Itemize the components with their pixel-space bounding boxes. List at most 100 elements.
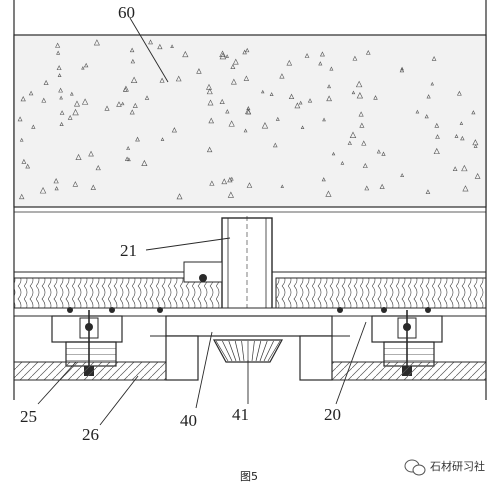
central-beam [150, 315, 350, 381]
concrete-speckle [28, 90, 34, 96]
concrete-speckle [73, 100, 80, 107]
concrete-speckle [474, 172, 481, 179]
concrete-speckle [39, 186, 47, 194]
callout-25: 25 [20, 407, 37, 426]
fan-rib [267, 340, 281, 362]
concrete-speckle [171, 127, 177, 133]
concrete-speckle [454, 134, 459, 138]
concrete-speckle [148, 39, 153, 45]
concrete-speckle [456, 90, 462, 96]
concrete-speckle [56, 50, 61, 55]
concrete-speckle [272, 142, 278, 148]
concrete-speckle [286, 59, 293, 66]
concrete-speckle [318, 61, 323, 66]
concrete-speckle [325, 190, 332, 197]
concrete-speckle [275, 116, 280, 121]
concrete-speckle [59, 110, 65, 115]
bolt [425, 307, 431, 313]
concrete-speckle [17, 116, 23, 122]
concrete-speckle [227, 191, 234, 198]
concrete-speckle [288, 93, 295, 100]
concrete-speckle [59, 95, 63, 100]
concrete-speckle [459, 121, 464, 125]
concrete-speckle [362, 162, 368, 168]
concrete-speckle [361, 140, 367, 146]
figure-caption: 图5 [240, 470, 258, 483]
concrete-speckle [41, 97, 47, 103]
concrete-speckle [304, 53, 310, 58]
concrete-speckle [126, 146, 131, 150]
concrete-speckle [230, 78, 237, 85]
concrete-speckle [400, 173, 405, 177]
concrete-speckle [93, 39, 100, 46]
fan-rib [228, 340, 237, 362]
concrete-speckle [435, 134, 440, 139]
concrete-speckle [322, 117, 326, 122]
concrete-speckle [229, 176, 234, 181]
concrete-speckle [246, 109, 252, 115]
callout-20: 20 [324, 405, 341, 424]
concrete-speckle [452, 166, 458, 171]
concrete-speckle [196, 68, 202, 74]
concrete-speckle [159, 77, 165, 83]
concrete-speckle [227, 177, 233, 183]
concrete-speckle [129, 109, 135, 115]
concrete-speckle [83, 62, 89, 68]
concrete-speckle [225, 54, 229, 58]
bolt [157, 307, 163, 313]
concrete-speckle [219, 52, 227, 60]
concrete-speckle [72, 108, 79, 116]
concrete-speckle [130, 58, 136, 64]
concrete-speckle [67, 114, 73, 120]
concrete-speckle [129, 47, 135, 53]
concrete-speckle [144, 95, 150, 100]
concrete-speckle [379, 183, 385, 189]
concrete-speckle [424, 114, 429, 119]
concrete-speckle [269, 92, 274, 96]
fan-ribs [215, 340, 281, 362]
concrete-speckle [426, 94, 431, 99]
concrete-speckle [221, 178, 228, 185]
concrete-speckle [329, 66, 334, 71]
concrete-speckle [331, 151, 336, 156]
vertical-duct [183, 216, 273, 330]
concrete-speckle [319, 51, 325, 57]
concrete-speckle [307, 98, 313, 103]
callout-21: 21 [120, 241, 137, 260]
bolt [381, 307, 387, 313]
concrete-speckle [415, 109, 420, 114]
concrete-speckle [207, 99, 214, 106]
fan-element [212, 339, 284, 363]
concrete-speckle [373, 95, 378, 100]
concrete-speckle [170, 44, 174, 48]
concrete-speckle [225, 109, 230, 114]
concrete-speckle [19, 137, 24, 142]
base-plate [13, 307, 487, 317]
concrete-speckle [135, 136, 140, 142]
callout-60: 60 [118, 3, 135, 22]
concrete-speckle [54, 186, 59, 191]
concrete-speckle [95, 164, 101, 171]
concrete-speckle [209, 180, 215, 186]
callout-40: 40 [180, 411, 197, 430]
concrete-speckle [355, 80, 363, 88]
concrete-speckle [208, 117, 215, 124]
concrete-speckle [245, 47, 250, 53]
concrete-speckle [294, 102, 301, 109]
concrete-speckle [280, 184, 284, 188]
concrete-speckle [321, 177, 326, 182]
fan-rib [234, 340, 241, 362]
concrete-speckles [17, 39, 481, 200]
concrete-speckle [261, 122, 269, 129]
concrete-speckle [347, 140, 352, 145]
concrete-speckle [31, 124, 36, 129]
concrete-speckle [351, 90, 356, 95]
concrete-speckle [359, 122, 365, 128]
concrete-speckle [72, 181, 79, 187]
concrete-speckle [21, 158, 27, 164]
fan-rib [222, 340, 233, 362]
concrete-speckle [88, 150, 94, 157]
concrete-speckle [90, 184, 96, 190]
concrete-speckle [157, 43, 163, 50]
concrete-speckle [349, 131, 357, 138]
